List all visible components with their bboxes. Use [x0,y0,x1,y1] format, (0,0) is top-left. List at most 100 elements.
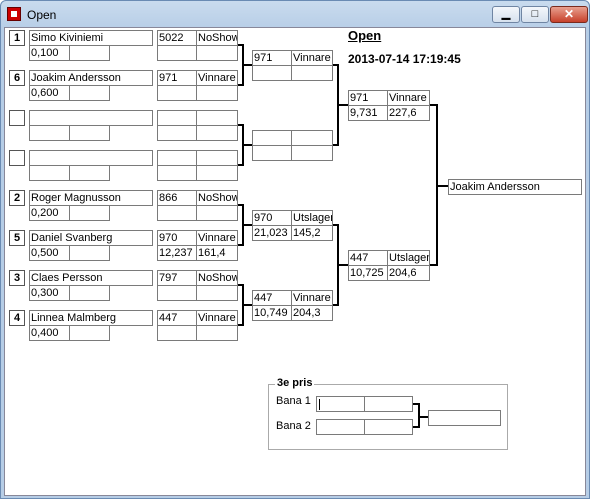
round1-speed-field[interactable] [196,125,238,141]
entry-number-field[interactable]: 971 [348,90,388,106]
result-field[interactable] [196,110,238,126]
competitor-name-field[interactable]: Joakim Andersson [29,70,153,86]
speed-field[interactable]: 227,6 [387,105,430,121]
speed-field[interactable]: 204,3 [291,305,333,321]
result-field[interactable]: Utslagen [387,250,430,266]
elapsed-time-field[interactable] [252,65,292,81]
result-field[interactable]: Vinnare [291,290,333,306]
entry-number-field[interactable]: 5022 [157,30,197,46]
result-field[interactable] [291,130,333,146]
entry-number-field[interactable]: 970 [157,230,197,246]
seed-box[interactable]: 4 [9,310,25,326]
title-bar[interactable]: Open ▁ □ ✕ [1,1,591,27]
reaction-time-field[interactable]: 0,200 [29,205,70,221]
lane2-field-b[interactable] [364,419,413,435]
elapsed-time-field[interactable]: 10,749 [252,305,292,321]
seed-box[interactable]: 2 [9,190,25,206]
elapsed-time-field[interactable] [252,145,292,161]
reaction-time-field[interactable] [29,125,70,141]
entry-number-field[interactable] [157,110,197,126]
result-field[interactable]: Vinnare [196,70,238,86]
third-place-winner-field[interactable] [428,410,501,426]
round1-time-field[interactable] [157,285,197,301]
round1-speed-field[interactable] [196,165,238,181]
competitor-name-field[interactable] [29,150,153,166]
entry-number-field[interactable]: 970 [252,210,292,226]
lane2-field-a[interactable] [316,419,365,435]
reaction-time-field[interactable]: 0,600 [29,85,70,101]
elapsed-time-field[interactable]: 9,731 [348,105,388,121]
competitor-name-field[interactable]: Simo Kiviniemi [29,30,153,46]
round1-speed-field[interactable] [196,205,238,221]
result-field[interactable]: Vinnare [196,310,238,326]
result-field[interactable]: Vinnare [196,230,238,246]
result-field[interactable]: Utslagen [291,210,333,226]
final-winner-field[interactable]: Joakim Andersson [448,179,582,195]
seed-box[interactable]: 5 [9,230,25,246]
competitor-name-field[interactable]: Roger Magnusson [29,190,153,206]
reaction-time-field[interactable]: 0,100 [29,45,70,61]
elapsed-time-field[interactable] [69,85,110,101]
round1-speed-field[interactable] [196,85,238,101]
speed-field[interactable] [291,65,333,81]
competitor-name-field[interactable]: Daniel Svanberg [29,230,153,246]
entry-number-field[interactable]: 447 [157,310,197,326]
round1-time-field[interactable]: 12,237 [157,245,197,261]
seed-box[interactable]: 6 [9,70,25,86]
round1-time-field[interactable] [157,125,197,141]
round1-speed-field[interactable] [196,285,238,301]
lane1-field-b[interactable] [364,396,413,412]
round1-time-field[interactable] [157,85,197,101]
elapsed-time-field[interactable] [69,125,110,141]
elapsed-time-field[interactable] [69,165,110,181]
round1-time-field[interactable] [157,325,197,341]
minimize-button[interactable]: ▁ [492,6,520,23]
elapsed-time-field[interactable] [69,325,110,341]
seed-box[interactable] [9,150,25,166]
result-field[interactable]: Vinnare [387,90,430,106]
entry-number-field[interactable]: 447 [252,290,292,306]
reaction-time-field[interactable] [29,165,70,181]
app-icon[interactable] [7,7,21,21]
reaction-time-field[interactable]: 0,300 [29,285,70,301]
round1-time-field[interactable] [157,165,197,181]
competitor-name-field[interactable]: Claes Persson [29,270,153,286]
result-field[interactable] [196,150,238,166]
maximize-button[interactable]: □ [521,6,549,23]
speed-field[interactable] [291,145,333,161]
reaction-time-field[interactable]: 0,400 [29,325,70,341]
elapsed-time-field[interactable]: 10,725 [348,265,388,281]
round1-speed-field[interactable]: 161,4 [196,245,238,261]
seed-box[interactable]: 3 [9,270,25,286]
connector [413,426,419,428]
competitor-name-field[interactable] [29,110,153,126]
competitor-name-field[interactable]: Linnea Malmberg [29,310,153,326]
entry-number-field[interactable]: 866 [157,190,197,206]
round1-speed-field[interactable] [196,325,238,341]
close-button[interactable]: ✕ [550,6,588,23]
speed-field[interactable]: 204,6 [387,265,430,281]
entry-number-field[interactable] [157,150,197,166]
result-field[interactable]: NoShow [196,30,238,46]
seed-box[interactable] [9,110,25,126]
elapsed-time-field[interactable] [69,285,110,301]
lane1-field-a[interactable] [316,396,365,412]
result-field[interactable]: NoShow [196,190,238,206]
entry-number-field[interactable]: 447 [348,250,388,266]
entry-number-field[interactable]: 797 [157,270,197,286]
reaction-time-field[interactable]: 0,500 [29,245,70,261]
result-field[interactable]: Vinnare [291,50,333,66]
entry-number-field[interactable]: 971 [252,50,292,66]
entry-number-field[interactable] [252,130,292,146]
round1-time-field[interactable] [157,45,197,61]
elapsed-time-field[interactable]: 21,023 [252,225,292,241]
round1-time-field[interactable] [157,205,197,221]
round1-speed-field[interactable] [196,45,238,61]
speed-field[interactable]: 145,2 [291,225,333,241]
entry-number-field[interactable]: 971 [157,70,197,86]
elapsed-time-field[interactable] [69,205,110,221]
result-field[interactable]: NoShow [196,270,238,286]
elapsed-time-field[interactable] [69,245,110,261]
seed-box[interactable]: 1 [9,30,25,46]
elapsed-time-field[interactable] [69,45,110,61]
